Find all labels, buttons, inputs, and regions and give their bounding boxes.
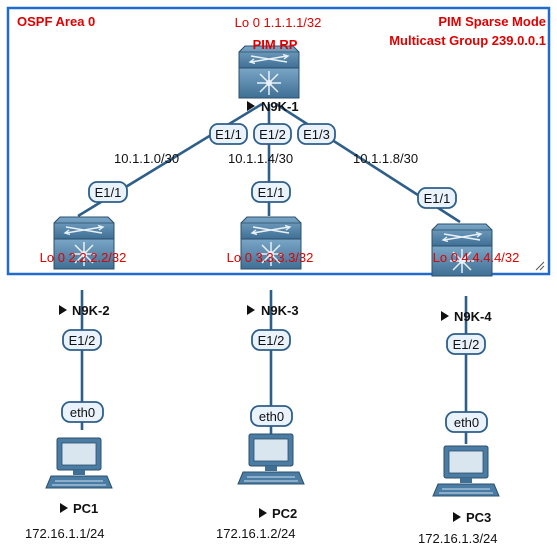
port-label: E1/2 [258, 333, 285, 348]
n9k4-device[interactable]: Lo 0 4.4.4.4/32 N9K-4 [431, 223, 520, 324]
pc-icon [237, 433, 305, 485]
n9k3-name: N9K-3 [261, 303, 299, 318]
pc3-device[interactable]: PC3 172.16.1.3/24 [418, 445, 500, 546]
pc3-name: PC3 [466, 510, 491, 525]
port-n9k2-e1-1[interactable]: E1/1 [88, 181, 128, 203]
play-icon [247, 305, 255, 315]
port-pc2-eth0[interactable]: eth0 [250, 405, 293, 427]
nexus-switch-icon [238, 45, 300, 99]
pc2-ip: 172.16.1.2/24 [216, 526, 296, 541]
play-icon [247, 101, 255, 111]
port-n9k4-e1-2[interactable]: E1/2 [446, 333, 486, 355]
pc2-name: PC2 [272, 506, 297, 521]
port-label: E1/2 [69, 333, 96, 348]
n9k2-device[interactable]: Lo 0 2.2.2.2/32 N9K-2 [40, 216, 127, 318]
n9k1-device[interactable]: Lo 0 1.1.1.1/32 PIM RP N9K-1 [235, 15, 322, 114]
play-icon [453, 512, 461, 522]
port-label: E1/2 [259, 127, 286, 142]
port-n9k1-e1-1[interactable]: E1/1 [209, 123, 248, 145]
resize-grip-icon[interactable] [535, 261, 545, 271]
port-n9k2-e1-2[interactable]: E1/2 [62, 329, 102, 351]
n9k1-role: PIM RP [253, 37, 298, 52]
pc1-ip: 172.16.1.1/24 [25, 526, 105, 541]
pc3-ip: 172.16.1.3/24 [418, 531, 498, 546]
play-icon [259, 508, 267, 518]
port-pc1-eth0[interactable]: eth0 [61, 401, 104, 423]
port-n9k3-e1-2[interactable]: E1/2 [251, 329, 291, 351]
port-label: E1/1 [215, 127, 242, 142]
port-label: eth0 [259, 409, 284, 424]
play-icon [59, 305, 67, 315]
port-n9k3-e1-1[interactable]: E1/1 [251, 181, 291, 203]
n9k2-loopback: Lo 0 2.2.2.2/32 [40, 250, 127, 265]
pc1-name: PC1 [73, 501, 98, 516]
subnet-n9k1-n9k2: 10.1.1.0/30 [114, 151, 179, 166]
pc-icon [45, 437, 113, 489]
n9k3-device[interactable]: Lo 0 3.3.3.3/32 N9K-3 [227, 216, 314, 318]
ospf-area-border [6, 6, 551, 276]
n9k2-name: N9K-2 [72, 303, 110, 318]
pc1-device[interactable]: PC1 172.16.1.1/24 [25, 437, 113, 541]
pc-icon [432, 445, 500, 497]
port-label: E1/3 [303, 127, 330, 142]
n9k1-loopback: Lo 0 1.1.1.1/32 [235, 15, 322, 30]
pc2-device[interactable]: PC2 172.16.1.2/24 [216, 433, 305, 541]
port-label: E1/2 [453, 337, 480, 352]
play-icon [441, 311, 449, 321]
n9k1-name: N9K-1 [261, 99, 299, 114]
port-label: E1/1 [424, 191, 451, 206]
n9k4-name: N9K-4 [454, 309, 492, 324]
play-icon [60, 503, 68, 513]
port-pc3-eth0[interactable]: eth0 [445, 411, 488, 433]
subnet-n9k1-n9k3: 10.1.1.4/30 [228, 151, 293, 166]
n9k3-loopback: Lo 0 3.3.3.3/32 [227, 250, 314, 265]
port-label: E1/1 [258, 185, 285, 200]
port-label: eth0 [454, 415, 479, 430]
port-label: eth0 [70, 405, 95, 420]
port-n9k4-e1-1[interactable]: E1/1 [417, 187, 457, 209]
n9k4-loopback: Lo 0 4.4.4.4/32 [433, 250, 520, 265]
multicast-group-label: Multicast Group 239.0.0.1 [389, 33, 546, 48]
subnet-n9k1-n9k4: 10.1.1.8/30 [353, 151, 418, 166]
area-title: OSPF Area 0 [17, 14, 95, 29]
port-n9k1-e1-3[interactable]: E1/3 [297, 123, 336, 145]
port-n9k1-e1-2[interactable]: E1/2 [253, 123, 292, 145]
pim-mode-label: PIM Sparse Mode [438, 14, 546, 29]
port-label: E1/1 [95, 185, 122, 200]
